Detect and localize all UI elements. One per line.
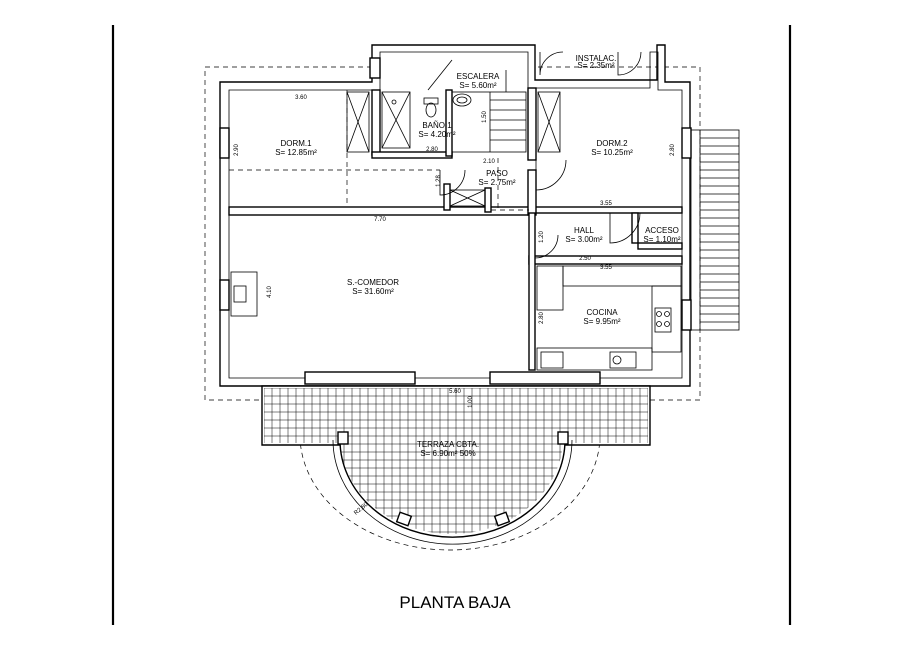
dim-bano-width: 2.80	[426, 147, 438, 153]
area-paso: S= 2.75m²	[478, 178, 515, 187]
label-paso: PASO	[486, 169, 508, 178]
dimension-labels: 3.60 2.90 2.80 1.50 2.10 1.28 7.70 4.10 …	[234, 95, 676, 517]
dim-paso-height: 1.28	[436, 175, 442, 187]
label-comedor: S.-COMEDOR	[347, 278, 399, 287]
dim-hall-width: 2.50	[579, 256, 591, 262]
dim-terraza-width: 5.60	[449, 389, 461, 395]
label-bano: BAÑO 1	[422, 121, 452, 130]
dim-dorm1-width: 3.60	[295, 95, 307, 101]
dim-paso-width: 2.10	[483, 159, 495, 165]
area-bano: S= 4.20m²	[418, 130, 455, 139]
dim-hall-height: 1.20	[539, 231, 545, 243]
staircase	[427, 59, 527, 153]
drawing-title: PLANTA BAJA	[399, 593, 511, 612]
closets	[346, 91, 561, 207]
dim-cocina-height: 2.80	[539, 312, 545, 324]
fireplace	[230, 271, 258, 317]
label-instalac: INSTALAC.	[576, 54, 617, 63]
area-hall: S= 3.00m²	[565, 235, 602, 244]
area-dorm1: S= 12.85m²	[275, 148, 317, 157]
dim-terraza-depth: 1.00	[468, 396, 474, 408]
area-terraza: S= 6.90m² 50%	[420, 449, 475, 458]
label-cocina: COCINA	[586, 308, 618, 317]
label-hall: HALL	[574, 226, 595, 235]
interior-walls	[228, 87, 683, 385]
area-comedor: S= 31.60m²	[352, 287, 394, 296]
dim-comedor-height: 4.10	[267, 286, 273, 298]
area-acceso: S= 1.10m²	[643, 235, 680, 244]
label-terraza: TERRAZA CBTA.	[417, 440, 479, 449]
dim-bano-height: 1.50	[482, 111, 488, 123]
dim-dorm2-height: 2.80	[670, 144, 676, 156]
area-dorm2: S= 10.25m²	[591, 148, 633, 157]
dim-comedor-width: 7.70	[374, 217, 386, 223]
area-escalera: S= 5.60m²	[459, 81, 496, 90]
dim-dorm2-width: 3.55	[600, 201, 612, 207]
room-labels: ESCALERA S= 5.60m² INSTALAC. S= 2.35m² B…	[275, 54, 681, 458]
bathroom-fixtures	[381, 91, 472, 149]
exterior-steps	[690, 129, 740, 331]
label-escalera: ESCALERA	[457, 72, 500, 81]
label-dorm1: DORM.1	[280, 139, 312, 148]
kitchen-counters	[536, 265, 682, 371]
label-acceso: ACCESO	[645, 226, 679, 235]
dim-dorm1-height: 2.90	[234, 144, 240, 156]
dim-cocina-width: 3.55	[600, 265, 612, 271]
label-dorm2: DORM.2	[596, 139, 628, 148]
area-instalac: S= 2.35m²	[577, 61, 614, 70]
area-cocina: S= 9.95m²	[583, 317, 620, 326]
